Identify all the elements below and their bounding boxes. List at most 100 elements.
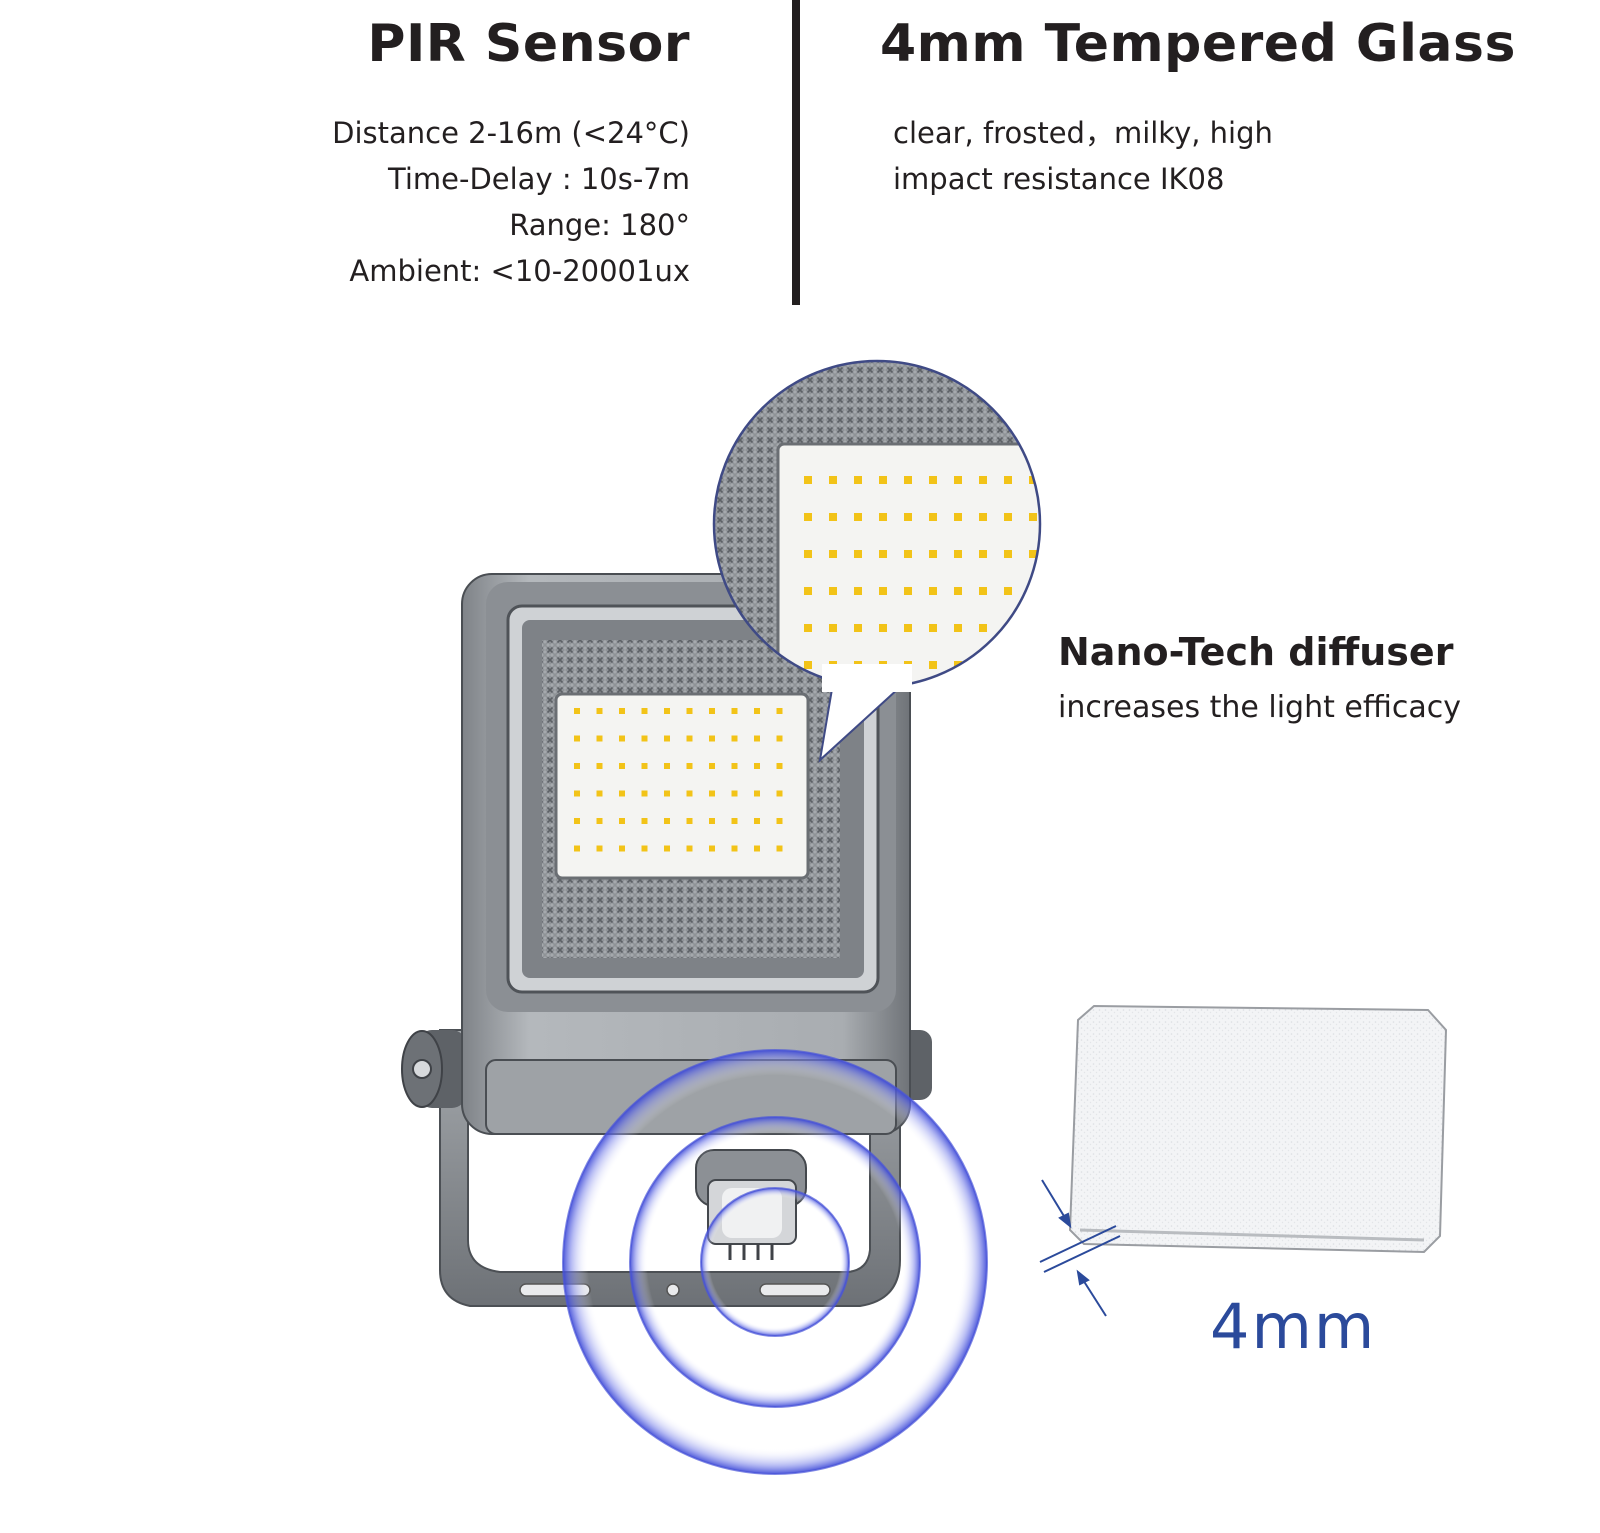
led-chip bbox=[829, 624, 837, 632]
led-chip bbox=[664, 845, 670, 852]
led-chip bbox=[1054, 587, 1062, 595]
led-chip bbox=[686, 818, 693, 824]
led-chip bbox=[754, 818, 760, 824]
thickness-indicator bbox=[1039, 1179, 1121, 1317]
nano-tech-diffuser-subtitle: increases the light efficacy bbox=[1058, 690, 1461, 725]
led-chip bbox=[619, 708, 625, 714]
led-chip bbox=[1054, 476, 1062, 484]
led-chip bbox=[574, 818, 580, 824]
led-chip bbox=[664, 763, 670, 769]
led-chip bbox=[954, 550, 962, 558]
led-chip bbox=[619, 763, 625, 769]
tempered-glass-panel bbox=[1068, 1004, 1448, 1254]
led-chip bbox=[829, 513, 837, 521]
led-chip bbox=[1029, 624, 1037, 632]
led-chip bbox=[754, 790, 760, 797]
led-chip bbox=[574, 763, 580, 769]
led-chip bbox=[641, 818, 648, 824]
led-chip bbox=[731, 845, 738, 852]
led-chip bbox=[731, 763, 738, 769]
led-chip bbox=[954, 476, 962, 484]
led-chip bbox=[1004, 550, 1012, 558]
led-chip bbox=[731, 708, 738, 714]
led-chip bbox=[776, 818, 783, 824]
led-chip bbox=[664, 818, 670, 824]
led-chip bbox=[731, 790, 738, 797]
led-chip bbox=[686, 790, 693, 797]
led-chip bbox=[804, 513, 812, 521]
led-chip bbox=[979, 624, 987, 632]
led-chip bbox=[1004, 513, 1012, 521]
led-chip bbox=[754, 708, 760, 714]
led-chip bbox=[854, 513, 862, 521]
led-chip bbox=[1029, 661, 1037, 669]
led-chip bbox=[596, 735, 603, 742]
led-chip bbox=[1004, 587, 1012, 595]
led-chip bbox=[619, 818, 625, 824]
nano-tech-diffuser-title: Nano-Tech diffuser bbox=[1058, 630, 1454, 674]
led-chip bbox=[879, 513, 887, 521]
led-chip bbox=[574, 845, 580, 852]
led-chip bbox=[929, 513, 937, 521]
glass-spec-line-2: impact resistance IK08 bbox=[893, 162, 1225, 196]
led-chip bbox=[1054, 513, 1062, 521]
led-chip bbox=[641, 845, 648, 852]
glass-thickness-label: 4mm bbox=[1210, 1290, 1377, 1363]
pir-sensor-specs: Distance 2-16m (<24°C) Time-Delay : 10s-… bbox=[332, 110, 690, 294]
led-chip bbox=[686, 845, 693, 852]
led-chip bbox=[904, 513, 912, 521]
led-chip bbox=[929, 661, 937, 669]
led-chip bbox=[804, 476, 812, 484]
led-chip bbox=[731, 735, 738, 742]
led-chip bbox=[596, 818, 603, 824]
led-chip bbox=[854, 550, 862, 558]
pir-spec-distance: Distance 2-16m (<24°C) bbox=[332, 116, 690, 150]
led-chip bbox=[979, 661, 987, 669]
led-chip bbox=[829, 550, 837, 558]
led-chip bbox=[979, 513, 987, 521]
pir-spec-ambient: Ambient: <10-20001ux bbox=[349, 254, 690, 288]
led-chip bbox=[1029, 587, 1037, 595]
led-chip bbox=[904, 476, 912, 484]
led-chip bbox=[754, 735, 760, 742]
led-chip bbox=[854, 587, 862, 595]
led-chip bbox=[804, 587, 812, 595]
led-chip bbox=[1004, 661, 1012, 669]
led-chip bbox=[686, 708, 693, 714]
led-chip bbox=[904, 550, 912, 558]
led-chip bbox=[776, 763, 783, 769]
tempered-glass-specs: clear, frosted，milky, high impact resist… bbox=[893, 110, 1273, 202]
pir-spec-time-delay: Time-Delay : 10s-7m bbox=[388, 162, 690, 196]
led-chip bbox=[574, 790, 580, 797]
led-chip bbox=[954, 624, 962, 632]
led-chip bbox=[904, 587, 912, 595]
led-chip bbox=[879, 476, 887, 484]
led-chip bbox=[929, 624, 937, 632]
led-chip bbox=[879, 550, 887, 558]
led-chip bbox=[686, 735, 693, 742]
led-chip bbox=[574, 735, 580, 742]
led-chip bbox=[709, 708, 715, 714]
led-chip bbox=[619, 790, 625, 797]
led-chip bbox=[709, 735, 715, 742]
led-grid-main bbox=[574, 708, 783, 852]
led-chip bbox=[979, 476, 987, 484]
led-chip bbox=[829, 476, 837, 484]
led-chip bbox=[619, 845, 625, 852]
led-chip bbox=[596, 708, 603, 714]
led-chip bbox=[574, 708, 580, 714]
led-chip bbox=[879, 587, 887, 595]
vertical-divider bbox=[792, 0, 800, 305]
led-chip bbox=[776, 790, 783, 797]
led-chip bbox=[664, 708, 670, 714]
led-chip bbox=[709, 845, 715, 852]
led-chip bbox=[904, 624, 912, 632]
led-chip bbox=[686, 763, 693, 769]
led-chip bbox=[709, 790, 715, 797]
led-chip bbox=[979, 550, 987, 558]
led-chip bbox=[641, 763, 648, 769]
led-chip bbox=[1029, 513, 1037, 521]
led-chip bbox=[929, 550, 937, 558]
led-chip bbox=[929, 587, 937, 595]
